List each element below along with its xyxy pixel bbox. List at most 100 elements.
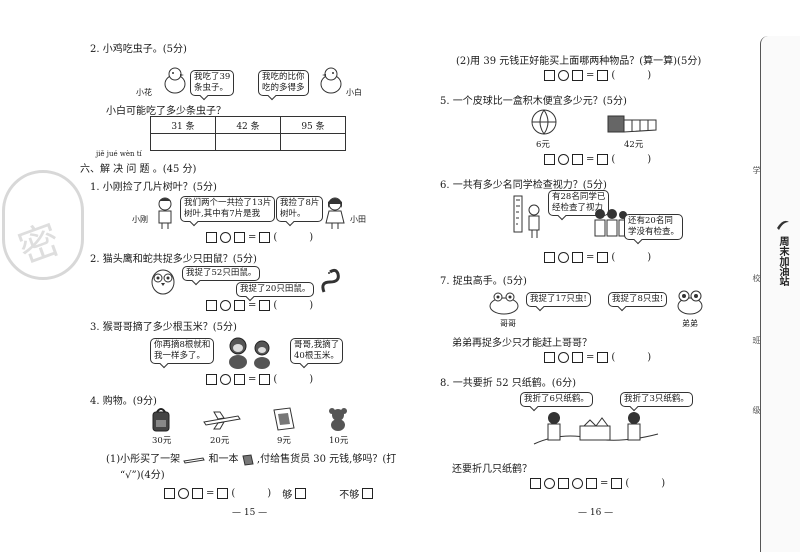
q7-answer[interactable]: =() <box>544 352 651 363</box>
q2b-answer-equation[interactable]: =() <box>206 300 313 311</box>
number-box[interactable] <box>259 300 271 311</box>
binding-spine: 周末加油站 学 校 班 级 <box>752 36 800 552</box>
bubble-line: 学没有检查。 <box>628 227 680 237</box>
number-box[interactable] <box>206 374 217 385</box>
q5-title: 5. 一个皮球比一盒积木便宜多少元？(5分) <box>440 96 627 107</box>
q2b-title: 2. 猫头鹰和蛇共捉多少只田鼠？(5分) <box>90 254 257 265</box>
frog-younger-figure <box>677 290 703 315</box>
brand-logo-icon <box>777 220 789 230</box>
bubble-line: 树叶,其中有7片是我 <box>184 209 261 219</box>
answer-cell[interactable] <box>150 133 216 151</box>
students-figure <box>594 209 628 237</box>
spine-label: 校 <box>752 274 761 282</box>
operator-circle[interactable] <box>544 478 555 489</box>
q8-question: 还要折几只纸鹤？ <box>452 464 532 475</box>
q3-answer-equation[interactable]: =() <box>206 374 313 385</box>
number-box[interactable] <box>192 488 203 499</box>
q1-bubble-right: 我捡了8片 树叶。 <box>276 196 324 222</box>
not-enough-checkbox[interactable] <box>362 488 374 499</box>
q7-title: 7. 捉虫高手。(5分) <box>440 276 527 287</box>
operator-circle[interactable] <box>558 70 569 81</box>
brand-name: 周末加油站 <box>777 236 788 286</box>
number-box[interactable] <box>544 352 555 363</box>
number-box[interactable] <box>572 352 583 363</box>
item-price: 9元 <box>277 436 291 446</box>
number-box[interactable] <box>597 352 609 363</box>
number-box[interactable] <box>217 488 229 499</box>
girl-xiaotian-figure <box>325 197 345 229</box>
q3-title: 3. 猴哥哥摘了多少根玉米？(5分) <box>90 322 237 333</box>
option-cell: 95 条 <box>280 116 346 134</box>
number-box[interactable] <box>259 232 271 243</box>
spine-label: 级 <box>752 406 761 414</box>
item-price: 30元 <box>152 436 172 446</box>
number-box[interactable] <box>597 154 609 165</box>
operator-circle[interactable] <box>572 478 583 489</box>
operator-circle[interactable] <box>558 252 569 263</box>
q6-answer[interactable]: =() <box>544 252 651 263</box>
q1-left-name: 小刚 <box>132 215 148 224</box>
option-cell: 42 条 <box>215 116 281 134</box>
q8-bubble-left: 我折了6只纸鹤。 <box>520 392 593 407</box>
number-box[interactable] <box>597 252 609 263</box>
number-box[interactable] <box>234 232 245 243</box>
number-box[interactable] <box>234 300 245 311</box>
number-box[interactable] <box>206 232 217 243</box>
number-box[interactable] <box>259 374 271 385</box>
number-box[interactable] <box>572 154 583 165</box>
q4-sub1-line2: “√”)(4分) <box>120 470 165 481</box>
spine-label: 学 <box>752 166 761 174</box>
option-cell: 31 条 <box>150 116 216 134</box>
chick-xiaobai-figure <box>320 67 342 94</box>
bubble-line: 我捡了8片 <box>280 198 320 208</box>
eye-chart-figure <box>513 195 540 238</box>
bubble-line: 你再摘8根就和 <box>154 340 211 350</box>
paper-crane-scene <box>533 412 659 445</box>
number-box[interactable] <box>544 252 555 263</box>
enough-checkbox[interactable] <box>295 488 307 499</box>
number-box[interactable] <box>572 252 583 263</box>
q5-answer[interactable]: =() <box>544 154 651 165</box>
operator-circle[interactable] <box>558 154 569 165</box>
q2-title: 2. 小鸡吃虫子。(5分) <box>90 44 187 55</box>
q8-answer[interactable]: =() <box>530 478 665 489</box>
q1-answer-equation[interactable]: =() <box>206 232 313 243</box>
bubble-line: 哥哥,我摘了 <box>294 340 340 350</box>
ball-price: 6元 <box>536 140 550 150</box>
chick-xiaohua-figure <box>164 67 186 94</box>
q4-sub2-answer[interactable]: =() <box>544 70 651 81</box>
operator-circle[interactable] <box>178 488 189 499</box>
answer-cell[interactable] <box>280 133 346 151</box>
q4-sub2: (2)用 39 元钱正好能买上面哪两种物品？(算一算)(5分) <box>456 56 702 67</box>
number-box[interactable] <box>544 70 555 81</box>
number-box[interactable] <box>234 374 245 385</box>
number-box[interactable] <box>611 478 623 489</box>
q4-title: 4. 购物。(9分) <box>90 396 157 407</box>
q4-sub1-answer[interactable]: =() 够 不够 <box>164 486 374 501</box>
number-box[interactable] <box>164 488 175 499</box>
number-box[interactable] <box>206 300 217 311</box>
boy-xiaogang-figure <box>158 197 172 229</box>
chick-xiaohua-name: 小花 <box>136 88 152 97</box>
number-box[interactable] <box>544 154 555 165</box>
number-box[interactable] <box>572 70 583 81</box>
number-box[interactable] <box>530 478 541 489</box>
seal-stamp <box>2 170 84 280</box>
bubble-line: 树叶。 <box>280 209 306 219</box>
q4-sub1-text-b: 和一本 <box>208 454 239 465</box>
bubble-line: 有28名同学已 <box>552 192 606 202</box>
operator-circle[interactable] <box>220 374 231 385</box>
answer-cell[interactable] <box>215 133 281 151</box>
number-box[interactable] <box>597 70 609 81</box>
bubble-line: 我一样多了。 <box>154 351 206 361</box>
q4-sub1-text-c: ,付给售货员 30 元钱,够吗？(打 <box>256 454 397 465</box>
chick-xiaobai-name: 小白 <box>346 88 362 97</box>
operator-circle[interactable] <box>220 232 231 243</box>
number-box[interactable] <box>558 478 569 489</box>
ball-icon <box>531 109 557 135</box>
q7-name-younger: 弟弟 <box>682 319 698 328</box>
operator-circle[interactable] <box>558 352 569 363</box>
operator-circle[interactable] <box>220 300 231 311</box>
number-box[interactable] <box>586 478 597 489</box>
q1-right-name: 小田 <box>350 215 366 224</box>
